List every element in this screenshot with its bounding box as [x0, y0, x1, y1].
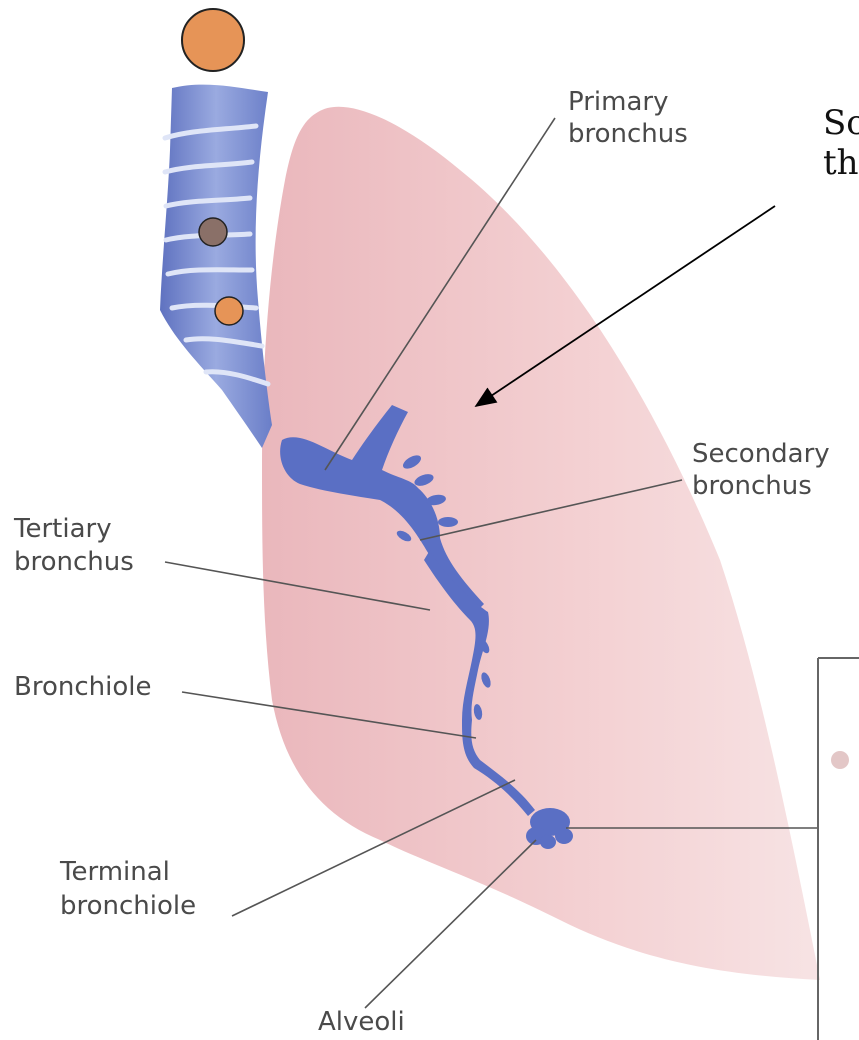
annotation-line2: th: [823, 143, 859, 183]
label-tertiary-line1: Tertiary: [13, 514, 112, 544]
label-alveoli: Alveoli: [318, 1007, 405, 1037]
label-terminal-line1: Terminal: [59, 857, 170, 887]
lung-shape: [262, 107, 820, 980]
inset-panel-edge: [818, 658, 859, 1040]
marker-small-orange: [215, 297, 243, 325]
trachea: [160, 85, 272, 448]
label-primary-line1: Primary: [568, 87, 668, 117]
marker-brown: [199, 218, 227, 246]
label-secondary-line1: Secondary: [692, 439, 830, 469]
label-tertiary-line2: bronchus: [14, 547, 134, 577]
label-terminal-line2: bronchiole: [60, 891, 196, 921]
label-primary-line2: bronchus: [568, 119, 688, 149]
marker-top-orange: [182, 9, 244, 71]
annotation-line1: So: [823, 103, 859, 143]
label-secondary-line2: bronchus: [692, 471, 812, 501]
label-bronchiole: Bronchiole: [14, 672, 151, 702]
